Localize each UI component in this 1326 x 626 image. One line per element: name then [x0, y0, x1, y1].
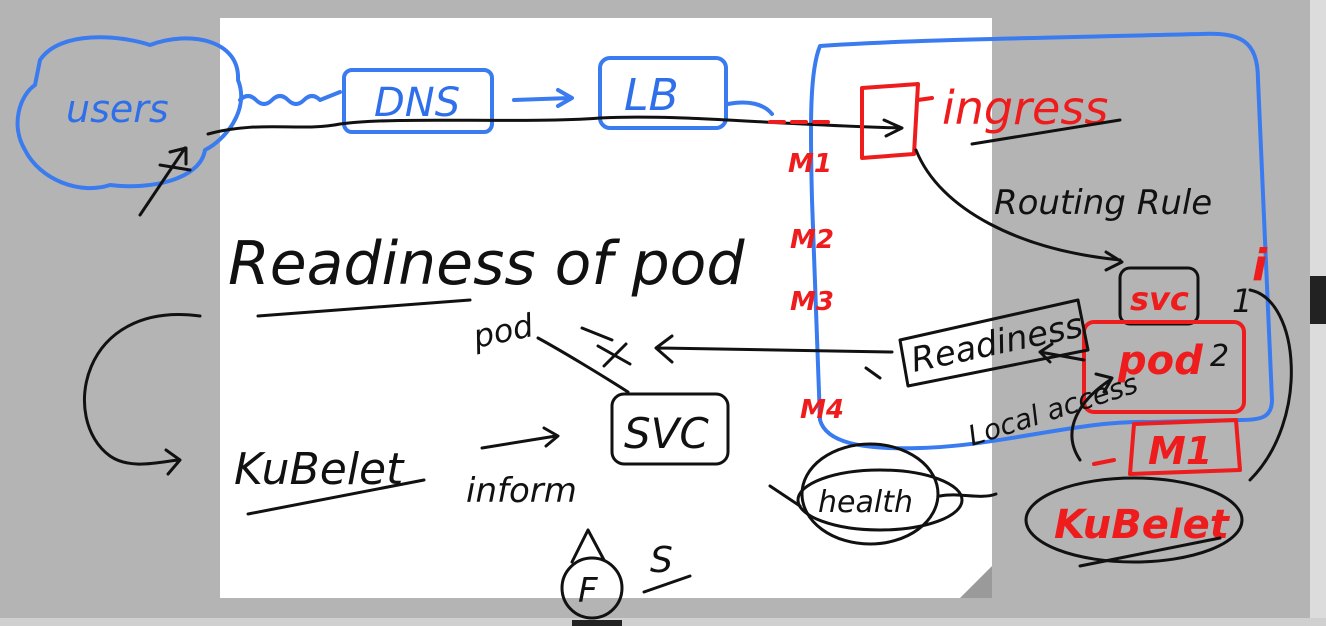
kubelet-right-underline [1078, 536, 1222, 568]
page-curl-icon [960, 566, 992, 598]
lb-box [598, 56, 728, 130]
f-circle [560, 556, 624, 620]
dns-lb-arrow [512, 88, 574, 108]
local-access-label: Local access [964, 367, 1142, 453]
s-label: S [650, 540, 673, 581]
svc-left-label: SVC [624, 409, 709, 458]
label-i: i [1252, 240, 1268, 291]
kubelet-left-underline [246, 478, 426, 516]
label-one: 1 [1232, 282, 1252, 320]
ingress-box [860, 82, 934, 160]
pod-right-label: pod [1117, 338, 1203, 384]
pod-cross-icon [580, 326, 632, 368]
svc-left-box [610, 392, 730, 466]
node-label-m3: M3 [790, 287, 834, 317]
f-label: F [578, 571, 598, 611]
users-cloud-shape [15, 35, 244, 191]
pod-right-box [1082, 320, 1246, 414]
kubelet-svc-loop [1248, 288, 1293, 482]
kubelet-inform-arrow [480, 426, 560, 450]
health-label: health [818, 485, 913, 520]
title-underline [256, 298, 472, 318]
node-label-m2: M2 [790, 225, 834, 255]
label-two: 2 [1210, 339, 1229, 374]
vertical-scrollbar-thumb[interactable] [1310, 276, 1326, 324]
health-scribble [768, 484, 998, 508]
s-underline [642, 574, 692, 594]
health-circle-inner [796, 468, 964, 532]
loop-arrow-left [82, 313, 202, 476]
page-title: Readiness of pod [228, 229, 745, 299]
traffic-path [206, 115, 904, 138]
m1-box-label: M1 [1148, 429, 1212, 473]
routing-rule-label: Routing Rule [994, 183, 1212, 223]
pod-small-label: pod [469, 306, 537, 356]
dns-label: DNS [374, 80, 460, 126]
readiness-right-box [898, 298, 1090, 388]
users-dns-link [238, 90, 342, 106]
lb-cluster-arrow [726, 100, 774, 116]
m1-box [1092, 418, 1242, 476]
kubelet-pod-loop [1070, 372, 1114, 462]
svc-right-label: svc [1130, 280, 1189, 318]
ingress-underline [970, 118, 1122, 146]
readiness-svc-arrow [654, 334, 894, 380]
lb-label: LB [624, 70, 679, 121]
horizontal-scrollbar-thumb[interactable] [572, 620, 622, 626]
user-arrow-icon [138, 146, 192, 217]
readiness-pod-arrow [1038, 342, 1086, 364]
kubelet-left-label: KuBelet [234, 444, 405, 495]
users-label: users [66, 87, 169, 131]
node-label-m1: M1 [788, 149, 832, 179]
horizontal-scrollbar-track[interactable] [0, 618, 1326, 626]
f-caret [570, 528, 606, 564]
ingress-svc-arrow [914, 148, 1124, 272]
health-circle-outer [800, 442, 940, 546]
kubelet-right-circle [1024, 476, 1244, 564]
pod-svc-link [536, 336, 630, 394]
dns-box [342, 68, 494, 134]
node-label-m4: M4 [800, 395, 844, 425]
inform-label: inform [466, 471, 577, 511]
